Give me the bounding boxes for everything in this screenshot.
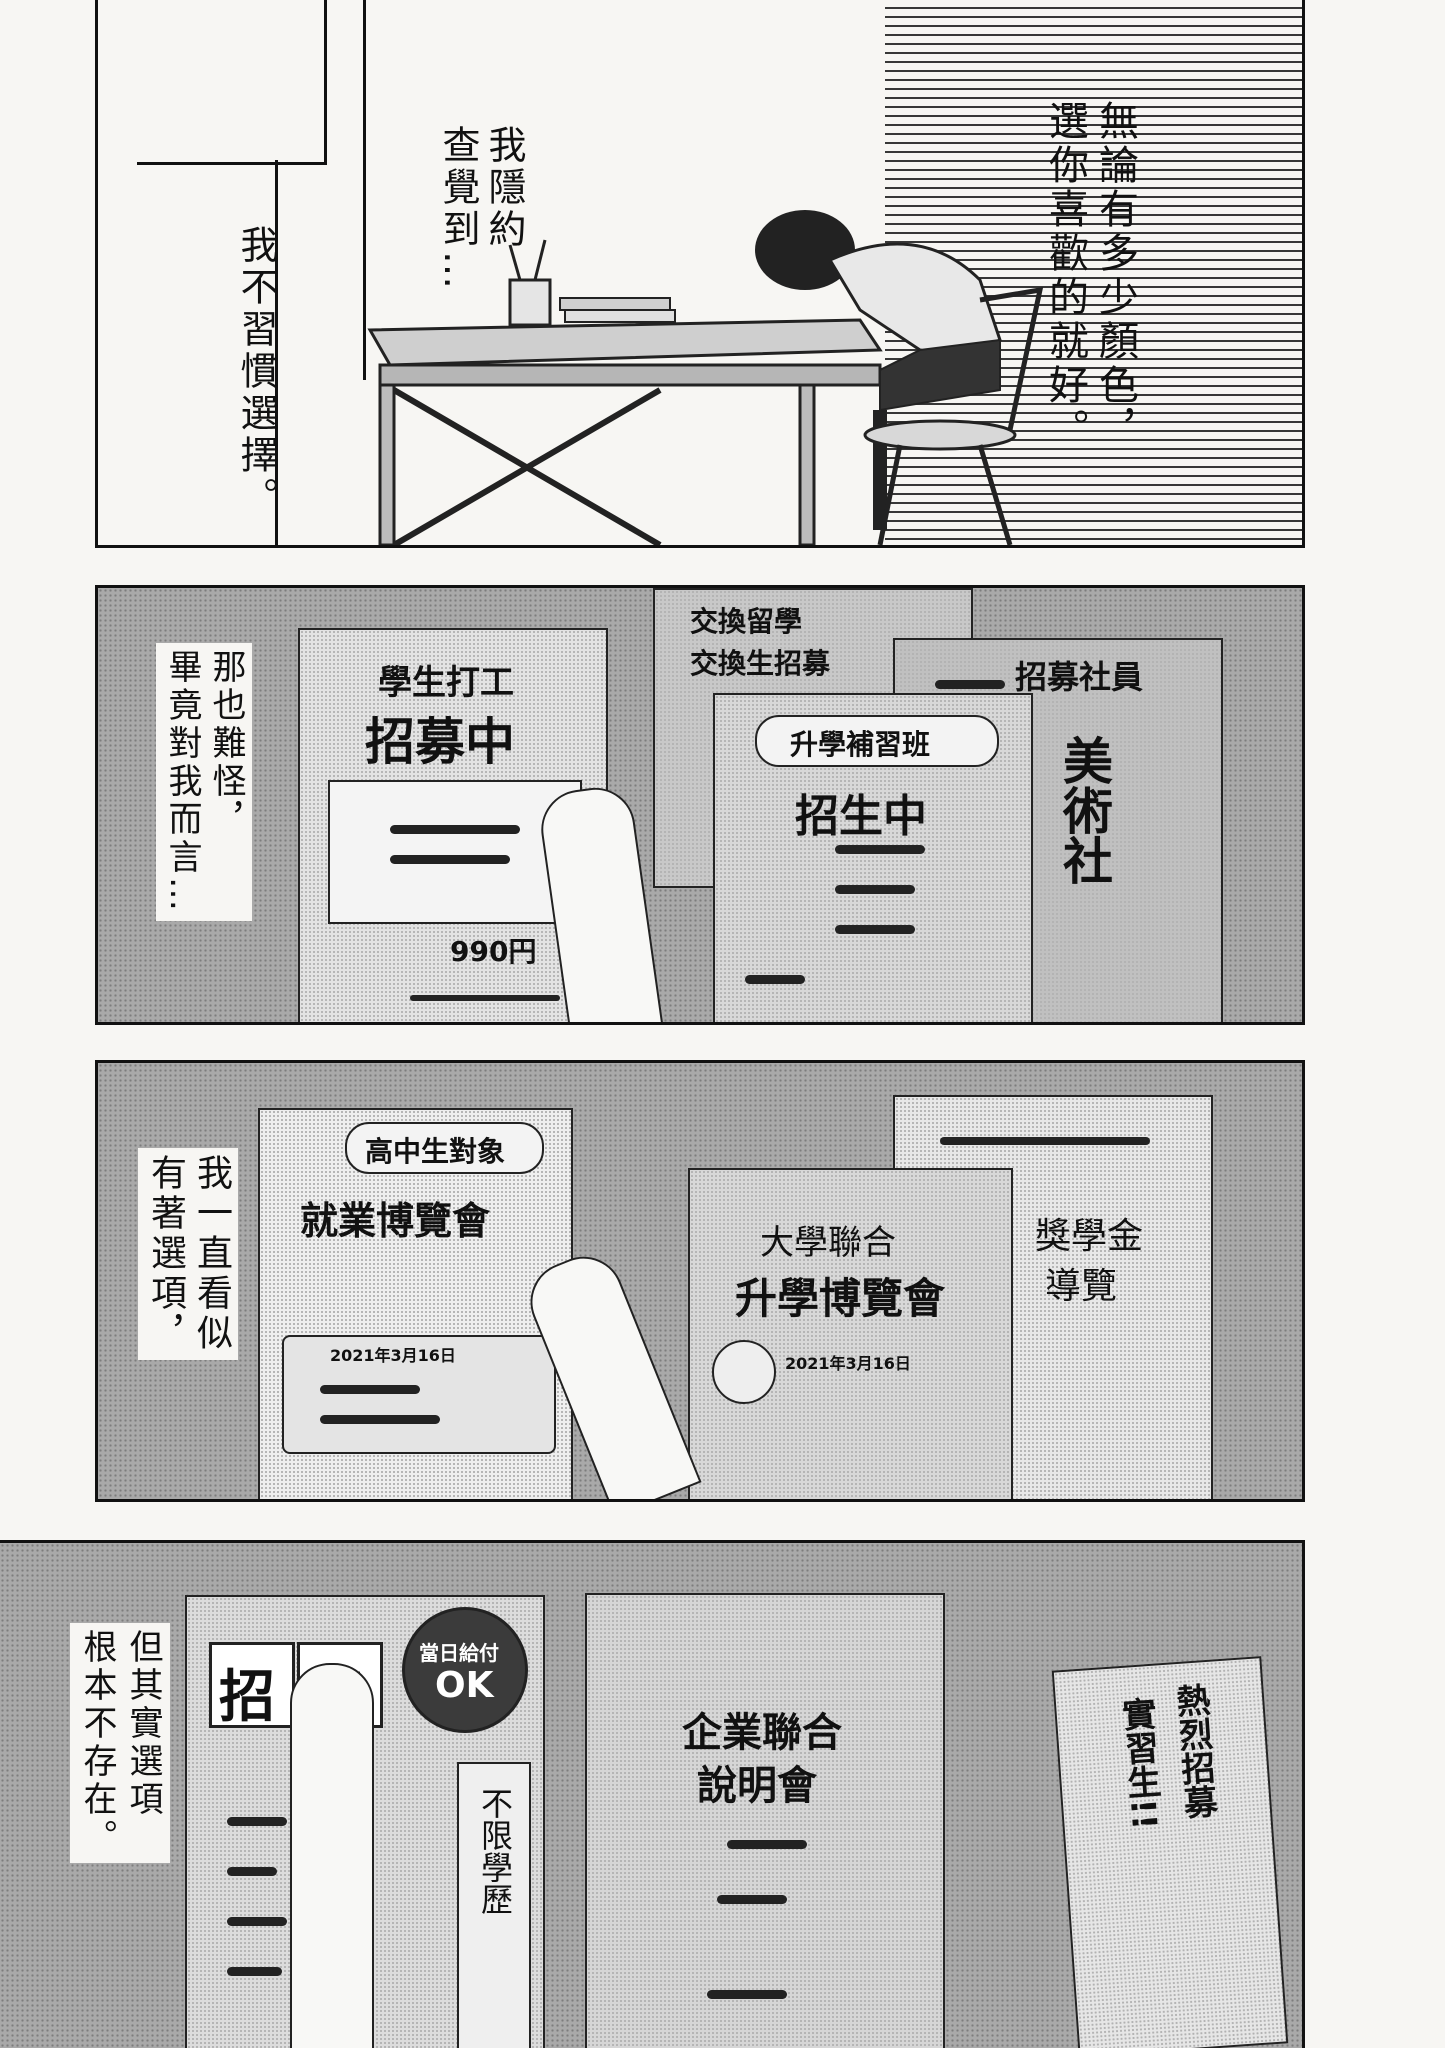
panel-2: 交換留學 交換生招募 招募社員 美術社 升學補習班 招生中 學生打工 招募中 9… [95, 585, 1305, 1025]
flyer-intern: 熱烈招募 實習生!! [1051, 1656, 1289, 2048]
flyer-jobfair-line-2: 就業博覽會 [300, 1199, 491, 1243]
flyer-scholarship-line-1: 獎學金 [1035, 1216, 1144, 1257]
panel-4-caption-line-2: 根本不存在。 [77, 1629, 117, 1857]
flyer-work-line-2: 招募中 [365, 713, 515, 771]
flyer-company-redact-3 [707, 1990, 787, 1999]
flyer-club-line-2: 美術社 [1055, 735, 1113, 885]
panel-3-caption-line-1: 我一直看似 [191, 1154, 232, 1354]
flyer-cram-redact-4 [745, 975, 805, 984]
panel-4: 熱烈招募 實習生!! 企業聯合 說明會 招 募 當日給付 OK 不限學歷 但其實… [0, 1540, 1305, 2048]
flyer-jobfair-pill [345, 1122, 544, 1174]
caption-right: 無論有多少顏色， 選你喜歡的就好。 [1040, 100, 1140, 452]
flyer-company: 企業聯合 說明會 [585, 1593, 945, 2048]
flyer-jobfair-redact-2 [320, 1415, 440, 1424]
flyer-jobfair-line-1: 高中生對象 [365, 1135, 506, 1168]
flyer-univ-circle [712, 1340, 776, 1404]
panel-2-caption-line-2: 畢竟對我而言… [162, 649, 202, 915]
panel-1: 無論有多少顏色， 選你喜歡的就好。 我隱約 查覺到… 我不習慣選擇。 [95, 0, 1305, 548]
panel-2-caption: 那也難怪， 畢竟對我而言… [156, 643, 252, 921]
caption-left: 我不習慣選擇。 [233, 225, 279, 519]
flyer-recruit-char-1: 招 [219, 1665, 275, 1730]
flyer-work-redact-3 [410, 995, 560, 1001]
flyer-recruit-redact-2 [227, 1867, 277, 1876]
flyer-jobfair: 高中生對象 就業博覽會 2021年3月16日 [258, 1108, 573, 1499]
flyer-work-redact-2 [390, 855, 510, 864]
flyer-company-line-1: 企業聯合 [682, 1710, 842, 1756]
flyer-univ-line-1: 大學聯合 [760, 1223, 896, 1263]
flyer-scholarship-redact [940, 1137, 1150, 1145]
flyer-recruit-badge [402, 1607, 528, 1733]
flyer-scholarship-line-2: 導覽 [1045, 1266, 1118, 1307]
flyer-univ-date: 2021年3月16日 [785, 1354, 911, 1373]
panel-4-caption: 但其實選項 根本不存在。 [70, 1623, 170, 1863]
flyer-recruit-redact-3 [227, 1917, 287, 1926]
panel-1-border-right [1302, 0, 1305, 548]
flyer-recruit-badge-2: OK [435, 1665, 494, 1706]
flyer-cram-pill [755, 715, 999, 767]
panel-4-caption-line-1: 但其實選項 [123, 1629, 163, 1819]
caption-right-line-1: 無論有多少顏色， [1092, 100, 1138, 452]
flyer-cram-redact-1 [835, 845, 925, 854]
flyer-company-line-2: 說明會 [697, 1763, 817, 1809]
flyer-recruit-side: 不限學歷 [476, 1787, 514, 1915]
hand-pointing-3 [290, 1663, 374, 2048]
flyer-exchange-line-2: 交換生招募 [690, 647, 831, 680]
panel-1-border-left [95, 0, 98, 548]
flyer-univ: 大學聯合 升學博覽會 2021年3月16日 [688, 1168, 1013, 1499]
flyer-work-redact-1 [390, 825, 520, 834]
flyer-recruit-redact-1 [227, 1817, 287, 1826]
flyer-intern-line-1: 熱烈招募 [1168, 1681, 1219, 1821]
flyer-scholarship: 獎學金 導覽 [893, 1095, 1213, 1499]
caption-mid-line-2: 查覺到… [436, 125, 480, 293]
flyer-cram-line-2: 招生中 [795, 791, 927, 842]
flyer-company-redact-2 [717, 1895, 787, 1904]
panel-2-caption-line-1: 那也難怪， [206, 649, 246, 839]
flyer-jobfair-box [282, 1335, 556, 1454]
flyer-work-line-1: 學生打工 [378, 663, 514, 703]
panel-1-scene-border [363, 0, 366, 380]
flyer-exchange-line-1: 交換留學 [690, 605, 803, 638]
caption-left-line-1: 我不習慣選擇。 [234, 225, 278, 519]
flyer-intern-line-2: 實習生!! [1114, 1695, 1164, 1832]
panel-1-border-bottom [95, 545, 1305, 548]
flyer-work-box [328, 780, 582, 924]
flyer-jobfair-date: 2021年3月16日 [330, 1346, 456, 1365]
panel-3-caption-line-2: 有著選項， [145, 1154, 186, 1354]
flyer-cram: 升學補習班 招生中 [713, 693, 1033, 1022]
flyer-cram-redact-2 [835, 885, 915, 894]
caption-right-line-2: 選你喜歡的就好。 [1042, 100, 1088, 452]
flyer-club-line-1: 招募社員 [1015, 658, 1144, 696]
flyer-recruit-side-box [457, 1762, 531, 2048]
panel-3: 獎學金 導覽 大學聯合 升學博覽會 2021年3月16日 高中生對象 就業博覽會… [95, 1060, 1305, 1502]
caption-mid: 我隱約 查覺到… [435, 125, 527, 293]
panel-1-inner-frame [137, 0, 327, 165]
desk-scene [360, 190, 1080, 548]
flyer-cram-redact-3 [835, 925, 915, 934]
flyer-recruit-badge-1: 當日給付 [419, 1641, 499, 1665]
panel-1-inner-frame-2 [275, 160, 278, 548]
flyer-club-redact [935, 680, 1005, 689]
flyer-cram-line-1: 升學補習班 [790, 728, 931, 761]
flyer-recruit-redact-4 [227, 1967, 282, 1976]
flyer-work-wage: 990円 [450, 935, 537, 968]
panel-3-caption: 我一直看似 有著選項， [138, 1148, 238, 1360]
flyer-univ-line-2: 升學博覽會 [735, 1274, 946, 1323]
flyer-jobfair-redact-1 [320, 1385, 420, 1394]
caption-mid-line-1: 我隱約 [482, 125, 526, 251]
flyer-company-redact-1 [727, 1840, 807, 1849]
